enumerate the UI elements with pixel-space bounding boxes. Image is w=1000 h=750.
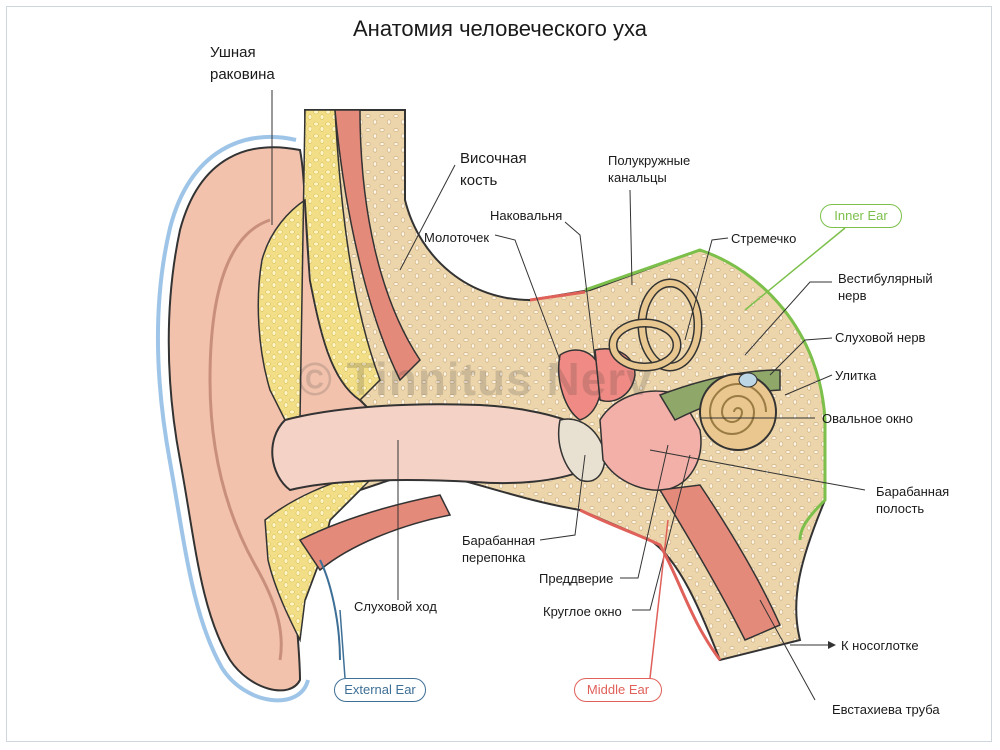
cochlea-outer — [699, 373, 777, 451]
tag-external-ear: External Ear — [334, 678, 426, 702]
leader-incus — [564, 221, 596, 361]
cartilage-lower — [264, 468, 383, 643]
leader-lines — [271, 90, 866, 701]
arrow-head-icon — [828, 641, 836, 649]
label-pinna: Ушная раковина — [210, 44, 275, 83]
diagram-title: Анатомия человеческого уха — [353, 16, 647, 41]
tag-middle-ear: Middle Ear — [574, 678, 662, 702]
label-cochlea: Улитка — [835, 368, 877, 383]
label-oval-window: Овальное окно — [822, 411, 914, 426]
leader-auditory — [769, 337, 833, 376]
leader-stapes — [684, 237, 729, 341]
cochlea-window — [738, 372, 758, 388]
leader-malleus — [494, 234, 561, 361]
cartilage-region — [257, 109, 381, 421]
leader-vestibule — [620, 444, 669, 579]
cochlea-spiral — [708, 383, 767, 435]
watermark: © Tinnitus Nerv — [298, 353, 653, 405]
label-vestibular-nerve: Вестибулярный нерв — [838, 271, 933, 303]
tag-inner-ear: Inner Ear — [820, 204, 902, 228]
label-auditory-nerve: Слуховой нерв — [835, 330, 926, 345]
ear-canal-shape — [271, 403, 592, 492]
label-semicircular-canals: Полукружные канальцы — [608, 153, 691, 185]
pinna-inner-fold — [208, 218, 283, 661]
leader-vestibular — [744, 281, 832, 356]
label-eardrum: Барабанная перепонка — [462, 533, 536, 565]
semicircular-canal-2-fill — [610, 320, 680, 370]
leader-eardrum — [539, 454, 586, 541]
connector-inner — [744, 227, 846, 311]
connector-middle — [649, 519, 669, 679]
inner-ear-outline — [584, 248, 827, 541]
label-stapes: Стремечко — [731, 231, 797, 246]
leader-eustachian — [759, 599, 816, 701]
label-vestibule: Преддверие — [539, 571, 614, 586]
eardrum-shape — [558, 418, 606, 482]
label-incus: Наковальня — [490, 208, 563, 223]
muscle-strip-upper — [334, 109, 421, 382]
label-round-window: Круглое окно — [543, 604, 622, 619]
label-nasopharynx: К носоглотке — [841, 638, 919, 653]
leader-semicircular — [629, 189, 633, 286]
external-ear-outline — [319, 559, 341, 661]
middle-ear-outline — [529, 290, 586, 302]
label-ear-canal: Слуховой ход — [354, 599, 437, 614]
eustachian-tube-shape — [658, 484, 781, 641]
middle-ear-outline-lower — [579, 508, 722, 661]
label-temporal-bone: Височная кость — [460, 150, 527, 189]
ossicle-malleus — [558, 349, 602, 421]
label-tympanic-cavity: Барабанная полость — [876, 484, 950, 516]
leader-round — [632, 454, 691, 611]
leader-tympanic — [649, 449, 866, 491]
leader-temporal — [399, 164, 456, 271]
pinna-outline-blue — [156, 135, 310, 703]
frame-border — [6, 6, 992, 742]
label-eustachian-tube: Евстахиева труба — [832, 702, 940, 717]
label-malleus: Молоточек — [424, 230, 490, 245]
connector-external — [339, 609, 346, 679]
leader-cochlea — [784, 374, 833, 396]
muscle-strip-lower — [298, 494, 452, 572]
